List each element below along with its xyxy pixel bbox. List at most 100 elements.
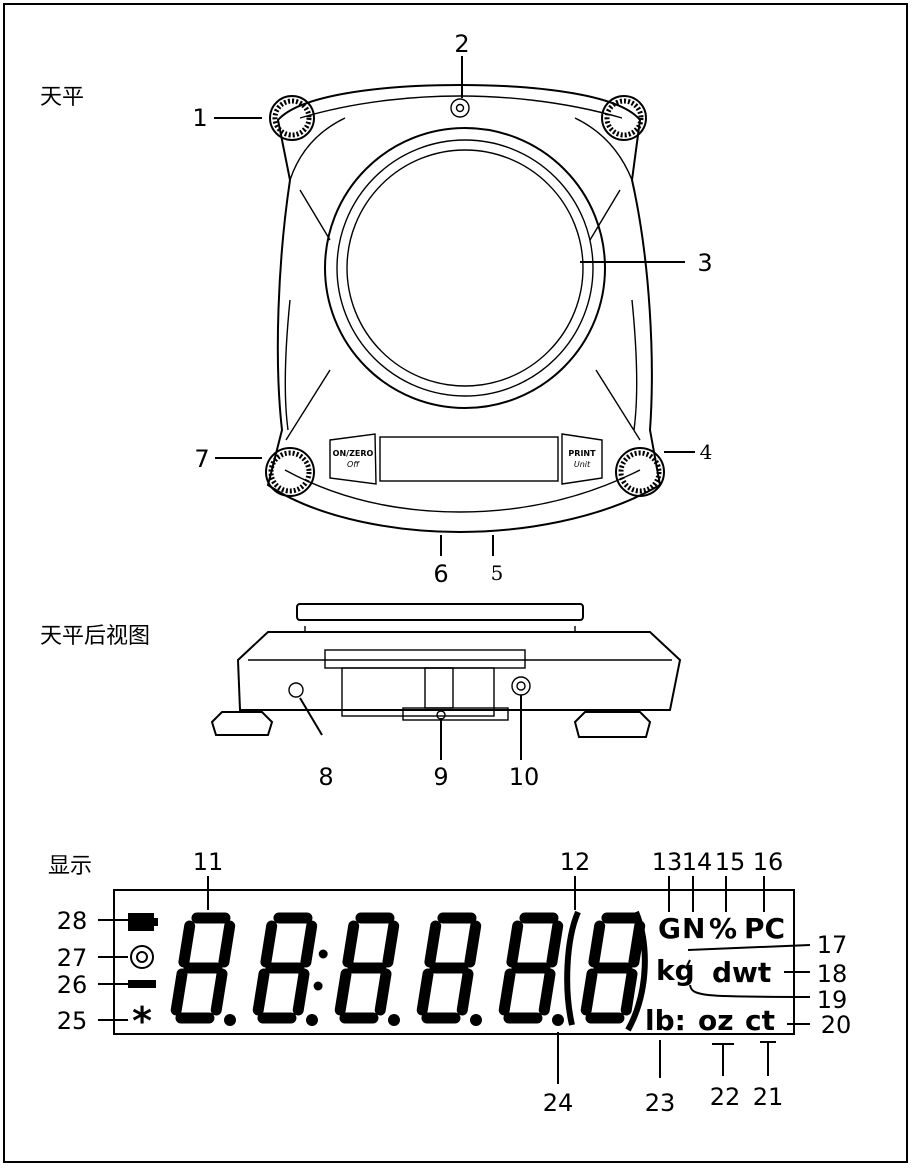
section-title-balance: 天平 (40, 85, 84, 110)
balance-top-view: ON/ZERO Off PRINT Unit 2 1 3 4 7 6 5 (192, 30, 712, 588)
balance-rear-view: 8 9 10 (210, 603, 682, 791)
label-10: 10 (509, 763, 540, 791)
foot-bottom-left (265, 447, 315, 497)
label-14: 14 (682, 848, 713, 876)
label-20: 20 (821, 1011, 852, 1039)
label-27: 27 (57, 944, 88, 972)
unit-g: G (658, 912, 681, 945)
seven-segment-digits (170, 912, 691, 1026)
svg-text:Off: Off (347, 460, 360, 469)
foot-top-left (269, 95, 315, 141)
svg-text:ON/ZERO: ON/ZERO (333, 449, 374, 458)
page-frame (3, 3, 908, 1163)
segment-b (546, 920, 564, 968)
unit-n: N (682, 912, 705, 945)
label-4: 4 (700, 440, 713, 464)
segment-e (416, 968, 434, 1016)
bracket-left (564, 910, 581, 1026)
display-window (379, 436, 559, 482)
on-zero-off-button: ON/ZERO Off (329, 433, 377, 485)
unit-kg: kg (656, 954, 695, 987)
segment-b (218, 920, 236, 968)
colon-dot (313, 981, 323, 991)
segment-f (342, 920, 360, 968)
decimal-point (306, 1014, 318, 1026)
segment-c (456, 968, 474, 1016)
unit-dwt: dwt (712, 956, 771, 989)
label-1: 1 (192, 104, 207, 132)
stable-indicator-icon (130, 945, 154, 969)
weighing-pan (324, 127, 606, 409)
lcd-display: * G N % PC kg dwt lb: oz ct (57, 848, 852, 1117)
segment-e (170, 968, 188, 1016)
unit-oz: oz (698, 1004, 734, 1037)
segment-c (210, 968, 228, 1016)
hook-icon (288, 682, 304, 698)
print-unit-button: PRINT Unit (561, 433, 603, 485)
decimal-point (470, 1014, 482, 1026)
unit-ct: ct (745, 1004, 775, 1037)
segment-b (628, 920, 646, 968)
section-title-display: 显示 (48, 854, 92, 879)
segment-b (464, 920, 482, 968)
label-7: 7 (194, 445, 209, 473)
decimal-point (552, 1014, 564, 1026)
label-6: 6 (433, 560, 448, 588)
section-title-rear-view: 天平后视图 (40, 624, 150, 649)
label-26: 26 (57, 971, 88, 999)
label-28: 28 (57, 907, 88, 935)
segment-b (382, 920, 400, 968)
colon-dot (318, 949, 328, 959)
svg-text:PRINT: PRINT (568, 449, 596, 458)
decimal-point (388, 1014, 400, 1026)
label-18: 18 (817, 960, 848, 988)
label-16: 16 (753, 848, 784, 876)
label-25: 25 (57, 1007, 88, 1035)
minus-indicator-icon (128, 980, 156, 988)
label-5: 5 (491, 561, 504, 585)
label-13: 13 (652, 848, 683, 876)
kg-accent-mark (685, 959, 691, 969)
unit-pc: PC (744, 912, 785, 945)
label-17: 17 (817, 931, 848, 959)
power-jack-icon (511, 676, 531, 696)
unit-percent: % (709, 912, 737, 945)
segment-c (292, 968, 310, 1016)
svg-text:Unit: Unit (574, 460, 591, 469)
segment-e (252, 968, 270, 1016)
label-11: 11 (193, 848, 224, 876)
label-2: 2 (454, 30, 469, 58)
label-22: 22 (710, 1083, 741, 1111)
segment-e (334, 968, 352, 1016)
label-21: 21 (753, 1083, 784, 1111)
star-indicator-icon: * (132, 999, 152, 1043)
label-19: 19 (817, 986, 848, 1014)
lcd-frame (113, 889, 795, 1035)
label-12: 12 (560, 848, 591, 876)
segment-e (580, 968, 598, 1016)
label-9: 9 (433, 763, 448, 791)
label-15: 15 (715, 848, 746, 876)
label-24: 24 (543, 1089, 574, 1117)
segment-e (498, 968, 516, 1016)
segment-b (300, 920, 318, 968)
segment-c (538, 968, 556, 1016)
foot-top-right (601, 95, 647, 141)
label-8: 8 (318, 763, 333, 791)
decimal-point (224, 1014, 236, 1026)
segment-f (260, 920, 278, 968)
segment-f (506, 920, 524, 968)
battery-indicator-icon (128, 913, 154, 931)
label-3: 3 (697, 249, 712, 277)
segment-f (178, 920, 196, 968)
label-23: 23 (645, 1089, 676, 1117)
level-bubble-icon (450, 98, 470, 118)
segment-f (424, 920, 442, 968)
unit-lb: lb: (645, 1004, 686, 1037)
segment-c (374, 968, 392, 1016)
segment-c (620, 968, 638, 1016)
segment-f (588, 920, 606, 968)
bracket-right (625, 910, 648, 1032)
